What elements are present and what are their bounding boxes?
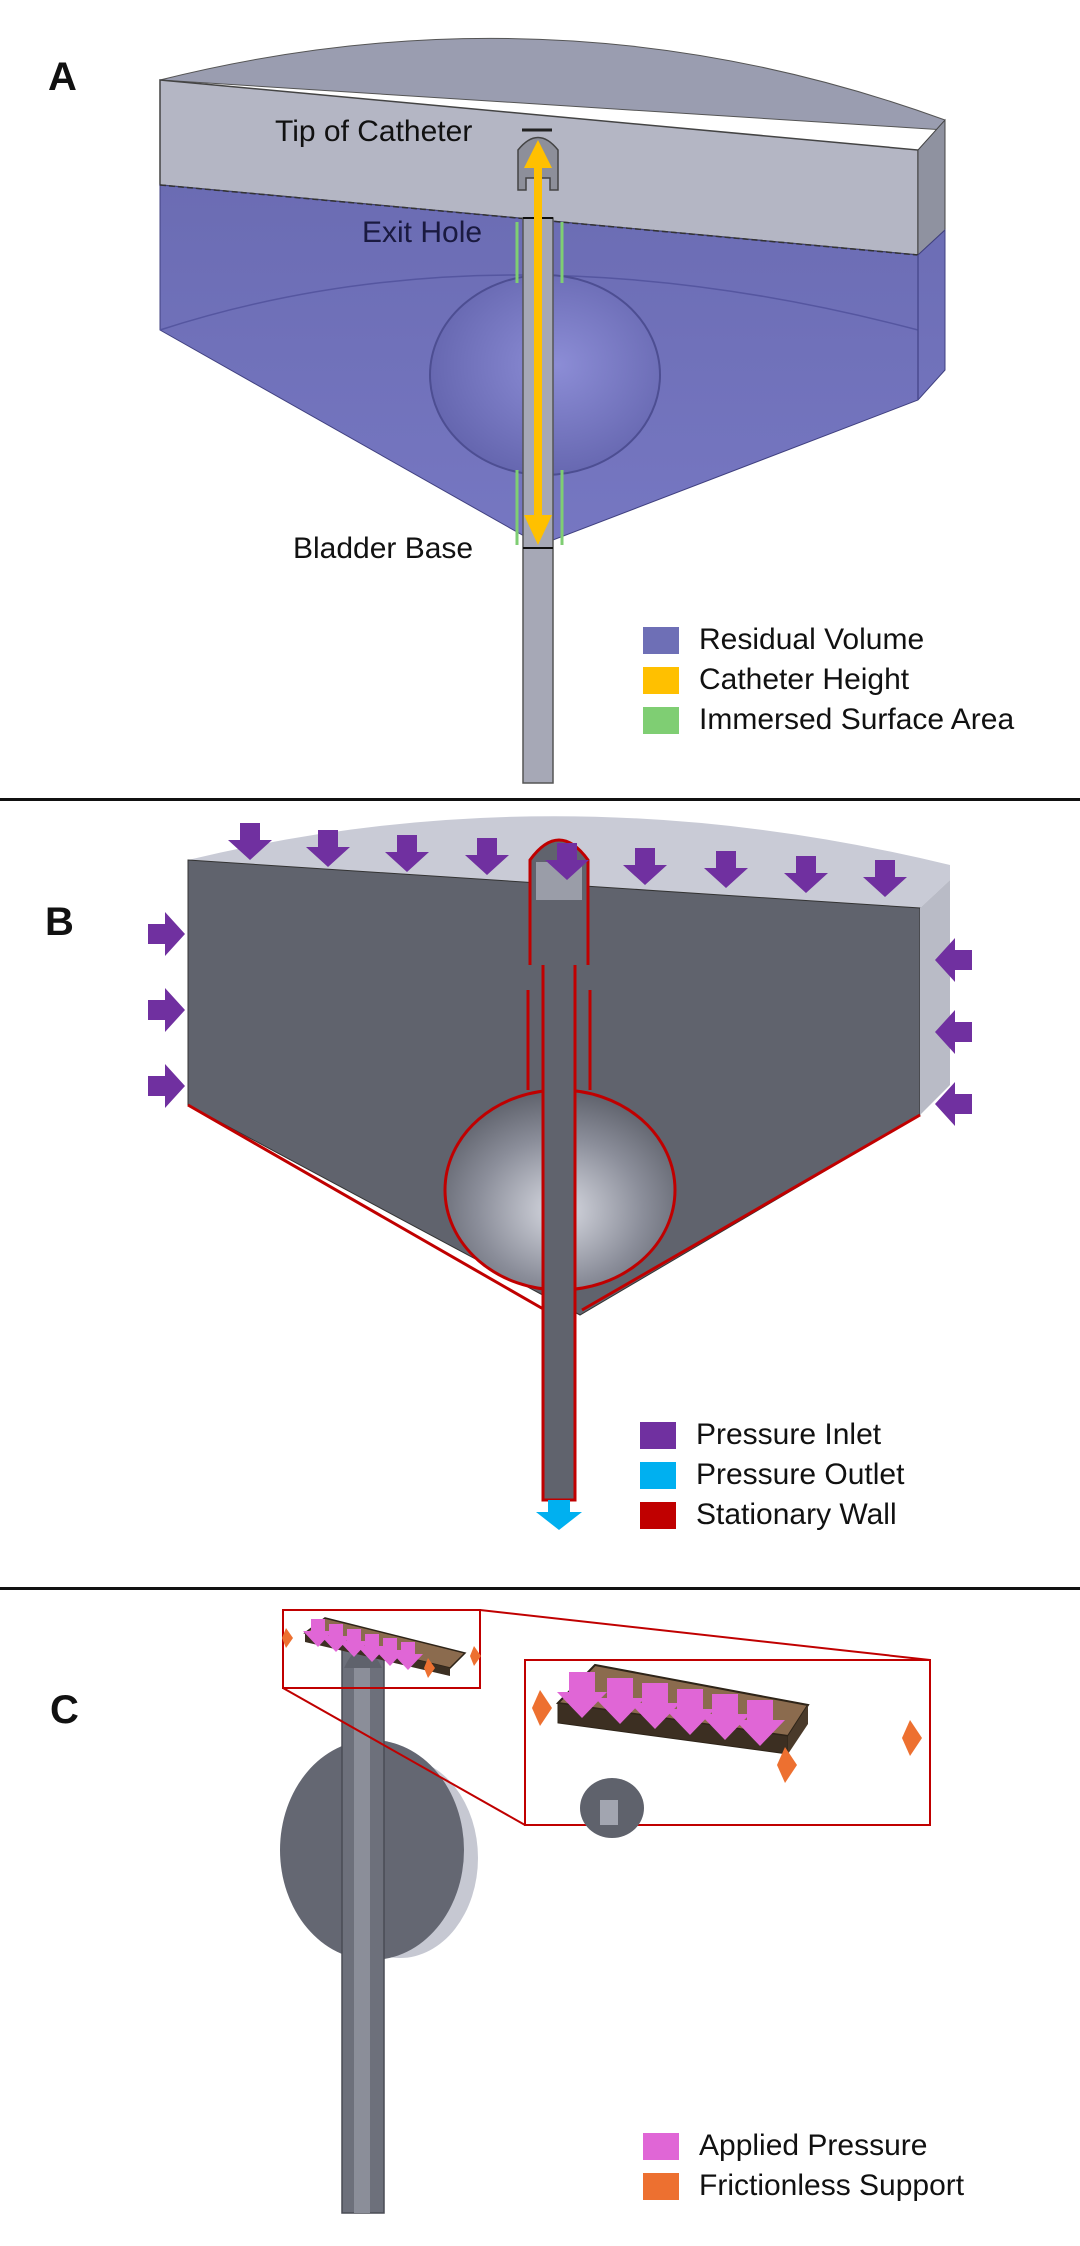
pressure-outlet-arrow bbox=[536, 1500, 582, 1530]
panel-c-drawing bbox=[280, 1609, 931, 2214]
catheter-lumen bbox=[354, 1648, 370, 2213]
legend-item: Pressure Inlet bbox=[640, 1415, 904, 1455]
legend-label: Frictionless Support bbox=[699, 2169, 965, 2202]
container-side-face bbox=[920, 880, 950, 1115]
pressure-outlet-swatch bbox=[640, 1461, 676, 1489]
legend-item: Catheter Height bbox=[643, 660, 1014, 700]
legend-label: Pressure Outlet bbox=[696, 1458, 905, 1491]
legend-label: Applied Pressure bbox=[699, 2129, 928, 2162]
zoom-connector-line bbox=[479, 1609, 931, 1661]
panel-divider bbox=[0, 798, 1080, 801]
callout-bladder-base: Bladder Base bbox=[293, 532, 474, 565]
legend-label: Stationary Wall bbox=[696, 1498, 897, 1531]
panel-a-drawing bbox=[159, 37, 946, 784]
legend-item: Pressure Outlet bbox=[640, 1455, 904, 1495]
legend-item: Applied Pressure bbox=[643, 2126, 964, 2166]
legend-c: Applied Pressure Frictionless Support bbox=[643, 2126, 964, 2206]
panel-divider bbox=[0, 1587, 1080, 1590]
legend-item: Residual Volume bbox=[643, 620, 1014, 660]
catheter-height-swatch bbox=[643, 666, 679, 694]
panel-b: B Pressure Inlet Pressure Outlet Station… bbox=[0, 800, 1080, 1586]
frictionless-support-swatch bbox=[643, 2172, 679, 2200]
callout-exit-hole: Exit Hole bbox=[362, 216, 483, 249]
legend-item: Stationary Wall bbox=[640, 1495, 904, 1535]
legend-b: Pressure Inlet Pressure Outlet Stationar… bbox=[640, 1415, 904, 1535]
stationary-wall-edge bbox=[187, 1103, 546, 1312]
callout-tip-of-catheter: Tip of Catheter bbox=[275, 115, 473, 148]
legend-label: Immersed Surface Area bbox=[699, 703, 1015, 736]
legend-label: Pressure Inlet bbox=[696, 1418, 882, 1451]
legend-item: Frictionless Support bbox=[643, 2166, 964, 2206]
legend-label: Residual Volume bbox=[699, 623, 925, 656]
stationary-wall-edge bbox=[581, 1113, 921, 1312]
pressure-inlet-arrows-left bbox=[148, 912, 185, 1108]
residual-volume-swatch bbox=[643, 626, 679, 654]
legend-a: Residual Volume Catheter Height Immersed… bbox=[643, 620, 1014, 740]
pressure-inlet-swatch bbox=[640, 1421, 676, 1449]
panel-label-c: C bbox=[50, 1688, 79, 1732]
immersed-surface-swatch bbox=[643, 706, 679, 734]
panel-a: A Tip of Catheter Exit Hole Bladder Base… bbox=[0, 0, 1080, 798]
catheter-shaft bbox=[541, 893, 577, 1502]
catheter-height-arrow bbox=[524, 140, 552, 545]
immersed-surface-lines bbox=[515, 222, 564, 545]
container-top-surface bbox=[159, 37, 946, 131]
panel-label-b: B bbox=[45, 900, 74, 944]
applied-pressure-swatch bbox=[643, 2132, 679, 2160]
liquid-floor-curve bbox=[159, 274, 919, 331]
legend-label: Catheter Height bbox=[699, 663, 910, 696]
panel-b-drawing bbox=[148, 816, 972, 1530]
zoom-source-box bbox=[282, 1609, 481, 1689]
stationary-wall-swatch bbox=[640, 1501, 676, 1529]
panel-label-a: A bbox=[48, 55, 77, 99]
panel-c: C Applied Pressure Frictionless Support bbox=[0, 1588, 1080, 2246]
legend-item: Immersed Surface Area bbox=[643, 700, 1014, 740]
zoom-connector-line bbox=[282, 1687, 526, 1826]
